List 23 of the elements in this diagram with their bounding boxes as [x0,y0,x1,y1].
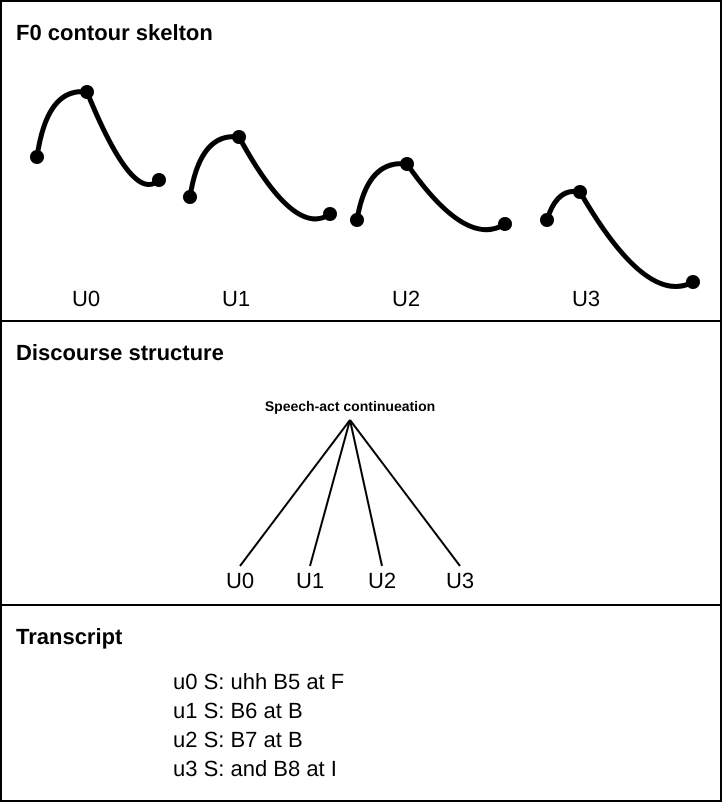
utterance-label: U0 [72,286,100,312]
utterance-label: U2 [392,286,420,312]
tree-leaf-label: U3 [440,568,480,594]
tree-branch-line [349,419,461,567]
panel [0,320,722,606]
tree-branch-line [309,420,351,566]
tree-leaf-label: U0 [220,568,260,594]
transcript-line: u1 S: B6 at B [173,699,303,723]
tree-leaf-label: U2 [362,568,402,594]
tree-leaf-label: U1 [290,568,330,594]
tree-branch-line [349,420,383,566]
panel [0,0,722,322]
tree-branch-line [239,419,351,567]
panel-heading: Discourse structure [16,340,224,366]
utterance-label: U3 [572,286,600,312]
panel-heading: Transcript [16,624,122,650]
transcript-line: u3 S: and B8 at I [173,757,337,781]
panel [0,604,722,802]
transcript-line: u0 S: uhh B5 at F [173,670,344,694]
panel-heading: F0 contour skelton [16,20,213,46]
transcript-line: u2 S: B7 at B [173,728,303,752]
tree-root-label: Speech-act continueation [260,394,440,418]
utterance-label: U1 [222,286,250,312]
